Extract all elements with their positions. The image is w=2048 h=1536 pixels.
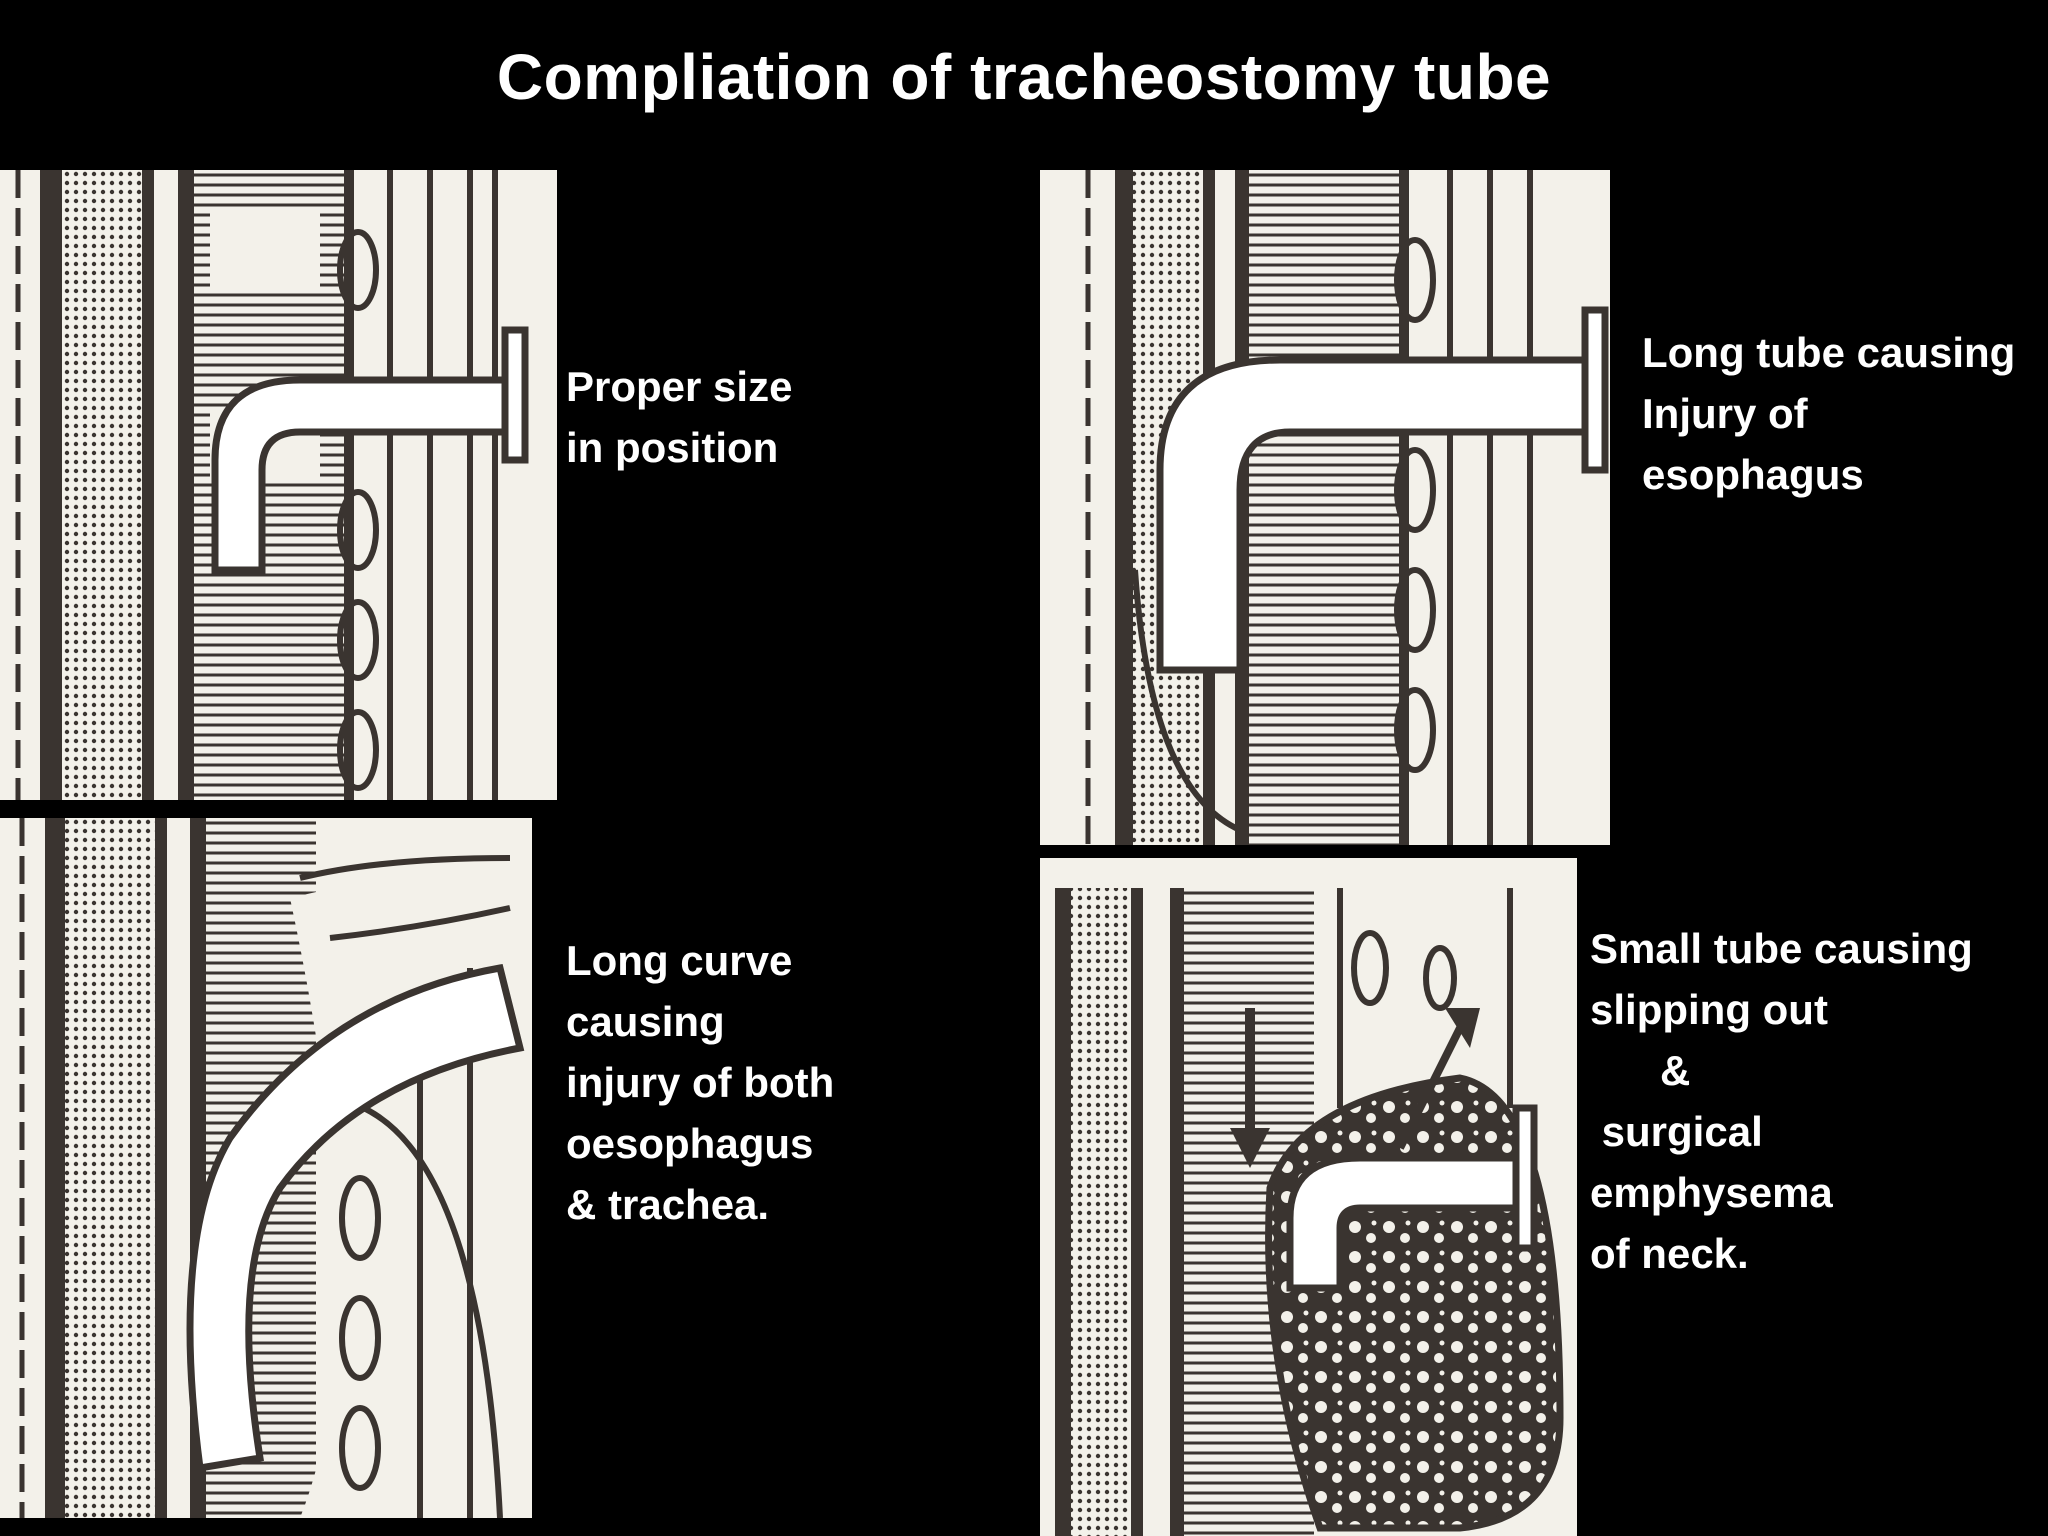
caption-line: Proper size [566,363,793,410]
illustration-long-curve [0,818,532,1518]
caption-line: Long tube causing [1642,329,2016,376]
illustration-proper-size [0,170,557,800]
caption-line: Small tube causing [1590,925,1973,972]
caption-line: Long curve [566,937,793,984]
caption-long-curve: Long curve causing injury of both oesoph… [566,930,834,1235]
illustration-small-tube [1040,858,1577,1536]
caption-line: in position [566,424,779,471]
caption-line: surgical [1590,1108,1763,1155]
caption-line: of neck. [1590,1230,1749,1277]
slide-title: Compliation of tracheostomy tube [496,41,1552,113]
caption-line: & [1590,1047,1691,1094]
caption-line: slipping out [1590,986,1828,1033]
caption-line: & trachea. [566,1181,770,1228]
caption-line: causing [566,998,725,1045]
caption-line: oesophagus [566,1120,814,1167]
illustration-long-tube [1040,170,1610,845]
caption-line: Injury of [1642,390,1808,437]
caption-proper-size: Proper size in position [566,356,792,478]
caption-line: emphysema [1590,1169,1833,1216]
caption-long-tube: Long tube causing Injury of esophagus [1642,322,2015,505]
caption-line: esophagus [1642,451,1864,498]
caption-line: injury of both [566,1059,835,1106]
caption-small-tube: Small tube causing slipping out & surgic… [1590,918,1973,1284]
